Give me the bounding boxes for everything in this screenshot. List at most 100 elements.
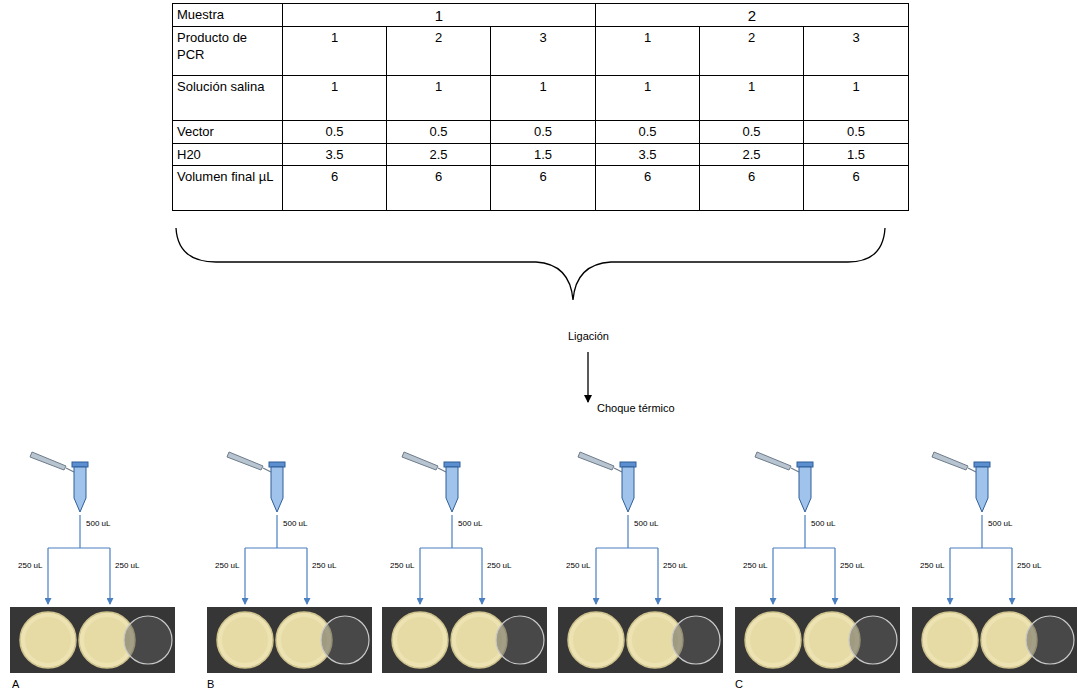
volume-label: 500 uL: [458, 520, 482, 529]
pipette: [755, 452, 791, 470]
tube-cap: [974, 462, 990, 467]
table-value: 6: [852, 169, 859, 184]
table-value: 0.5: [742, 124, 760, 139]
agar: [222, 617, 268, 663]
step-label: Choque térmico: [597, 402, 675, 414]
agar: [84, 617, 130, 663]
table-value: 1: [539, 79, 546, 94]
pipette: [578, 452, 614, 470]
row-header: Producto de PCR: [177, 30, 247, 62]
split-line: [804, 515, 805, 548]
table-cell: 2: [596, 4, 909, 27]
pipette: [402, 452, 438, 470]
volume-label: 500 uL: [634, 520, 658, 529]
table-cell: 1: [283, 4, 596, 27]
table-cell: 1: [387, 76, 491, 121]
plate-photo: [382, 607, 547, 673]
row-header: Vector: [177, 124, 214, 139]
pipette-tip: [791, 468, 799, 472]
sample-number: 1: [435, 7, 443, 24]
row-header: Volumen final µL: [177, 169, 273, 184]
row-header: Muestra: [177, 7, 224, 22]
pipette: [227, 452, 263, 470]
table-value: 6: [748, 169, 755, 184]
volume-label: 250 uL: [18, 562, 42, 571]
split-arrow: [306, 548, 307, 604]
data-table: Muestra12Producto de PCR123123Solución s…: [172, 3, 909, 211]
table-cell: Vector: [173, 121, 283, 144]
table-cell: 1: [700, 76, 804, 121]
petri-dish: [745, 612, 801, 668]
table-value: 1: [644, 30, 651, 45]
pipette-tip: [263, 468, 271, 472]
pipette-tip: [438, 468, 446, 472]
volume-label: 250 uL: [1017, 562, 1041, 571]
pipette-tip: [66, 468, 74, 472]
split-line: [950, 547, 1012, 548]
plate-photo: [10, 607, 175, 673]
table-cell: 2: [387, 27, 491, 76]
split-line: [596, 547, 658, 548]
table-value: 0.5: [429, 124, 447, 139]
table-value: 2.5: [429, 147, 447, 162]
table-cell: 1.5: [804, 144, 909, 166]
table-value: 1.5: [534, 147, 552, 162]
volume-label: 500 uL: [86, 520, 110, 529]
split-arrow: [419, 548, 420, 604]
volume-label: 500 uL: [988, 520, 1012, 529]
table-value: 1: [331, 30, 338, 45]
petri-lid: [321, 616, 369, 664]
table-cell: 1: [283, 27, 387, 76]
pipette: [932, 452, 968, 470]
volume-label: 250 uL: [743, 562, 767, 571]
tube-cap: [269, 462, 285, 467]
agar: [632, 617, 678, 663]
table-cell: 6: [804, 166, 909, 211]
table-cell: 0.5: [491, 121, 596, 144]
table-cell: 6: [283, 166, 387, 211]
volume-label: 250 uL: [312, 562, 336, 571]
table-cell: 0.5: [387, 121, 491, 144]
group-letter: A: [12, 678, 19, 690]
brace: [176, 228, 885, 300]
table-value: 1: [852, 79, 859, 94]
split-line: [48, 547, 110, 548]
table-cell: 6: [596, 166, 700, 211]
table-value: 1: [644, 79, 651, 94]
volume-label: 250 uL: [390, 562, 414, 571]
table-cell: 1: [804, 76, 909, 121]
table-cell: 6: [700, 166, 804, 211]
split-arrow: [481, 548, 482, 604]
table-row: Volumen final µL666666: [173, 166, 909, 211]
split-line: [276, 515, 277, 548]
table-value: 0.5: [325, 124, 343, 139]
split-line: [451, 515, 452, 548]
table-value: 6: [331, 169, 338, 184]
table-cell: 1: [491, 76, 596, 121]
table-row: Vector0.50.50.50.50.50.5: [173, 121, 909, 144]
split-arrow: [1011, 548, 1012, 604]
tube: [799, 467, 811, 512]
table-cell: 0.5: [700, 121, 804, 144]
pipette-tip: [968, 468, 976, 472]
tube: [271, 467, 283, 512]
group-letter: C: [735, 678, 743, 690]
agar: [456, 617, 502, 663]
tube: [74, 467, 86, 512]
pipette: [30, 452, 66, 470]
petri-dish: [922, 612, 978, 668]
agar: [809, 617, 855, 663]
process-arrow: [587, 352, 588, 402]
split-arrow: [834, 548, 835, 604]
split-arrow: [47, 548, 48, 604]
tube: [446, 467, 458, 512]
tube: [976, 467, 988, 512]
agar: [573, 617, 619, 663]
split-arrow: [595, 548, 596, 604]
table-cell: 1: [596, 27, 700, 76]
split-arrow: [244, 548, 245, 604]
table-value: 0.5: [847, 124, 865, 139]
tube-cap: [620, 462, 636, 467]
split-arrow: [109, 548, 110, 604]
